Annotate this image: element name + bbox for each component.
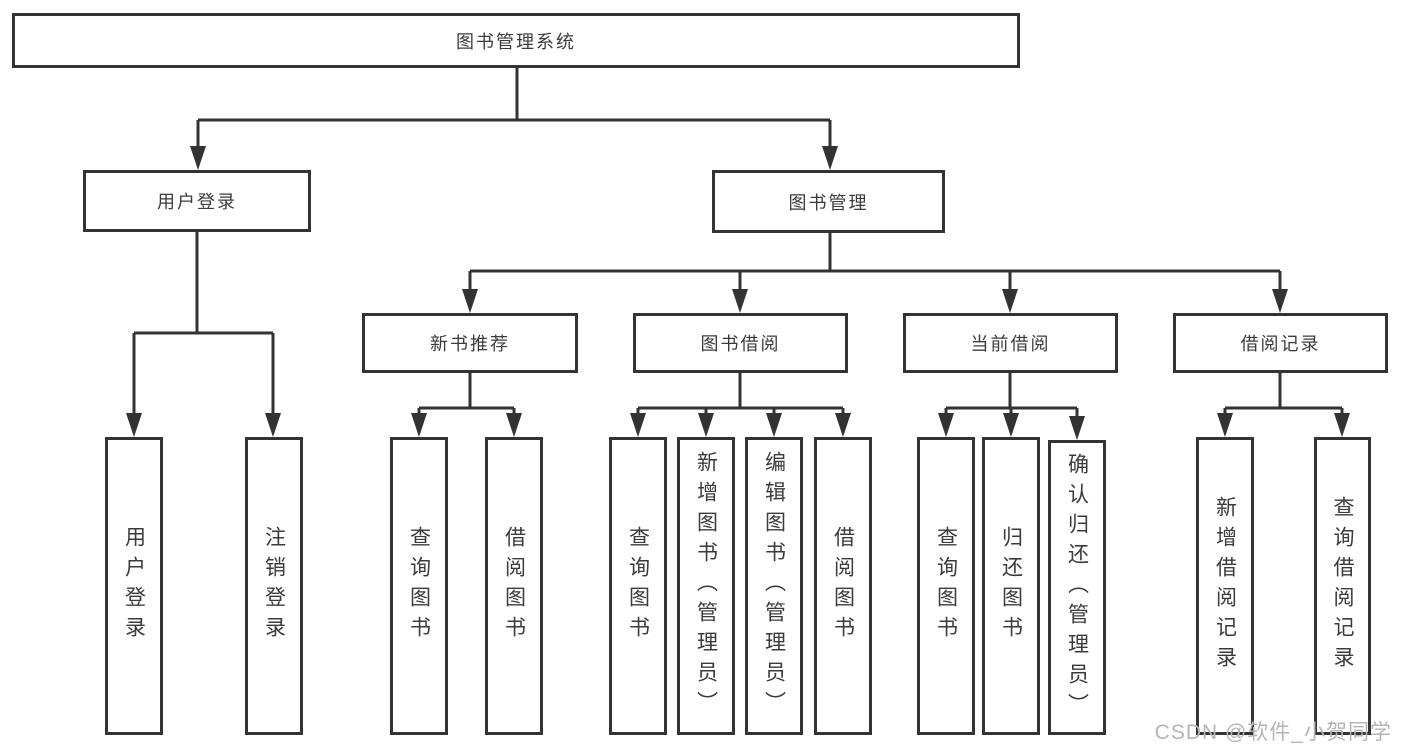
leaf-confirm-return-admin: 确认归还（管理员） [1048,440,1106,735]
leaf-edit-book-admin: 编辑图书（管理员） [745,437,803,735]
node-user-login: 用户登录 [83,170,311,232]
node-new-book-recommend: 新书推荐 [362,313,578,373]
leaf-borrow-books-recommend: 借阅图书 [485,437,543,735]
arrowheads [126,146,1350,440]
leaf-user-login: 用户登录 [105,437,163,735]
connector-path [132,68,1344,436]
leaf-logout: 注销登录 [245,437,303,735]
node-book-borrow: 图书借阅 [633,313,848,373]
node-borrow-records: 借阅记录 [1173,313,1388,373]
leaf-query-books-borrow: 查询图书 [609,437,667,735]
leaf-query-books-recommend: 查询图书 [390,437,448,735]
leaf-add-borrow-record: 新增借阅记录 [1196,437,1254,735]
leaf-query-books-current: 查询图书 [917,437,975,735]
leaf-borrow-books: 借阅图书 [814,437,872,735]
leaf-add-book-admin: 新增图书（管理员） [677,437,735,735]
leaf-query-borrow-record: 查询借阅记录 [1314,437,1371,735]
node-book-management: 图书管理 [712,170,945,233]
node-library-system-root: 图书管理系统 [12,13,1020,68]
csdn-watermark: CSDN @软件_小贺同学 [1154,721,1392,744]
leaf-return-book: 归还图书 [982,437,1040,735]
node-current-borrow: 当前借阅 [903,313,1118,373]
